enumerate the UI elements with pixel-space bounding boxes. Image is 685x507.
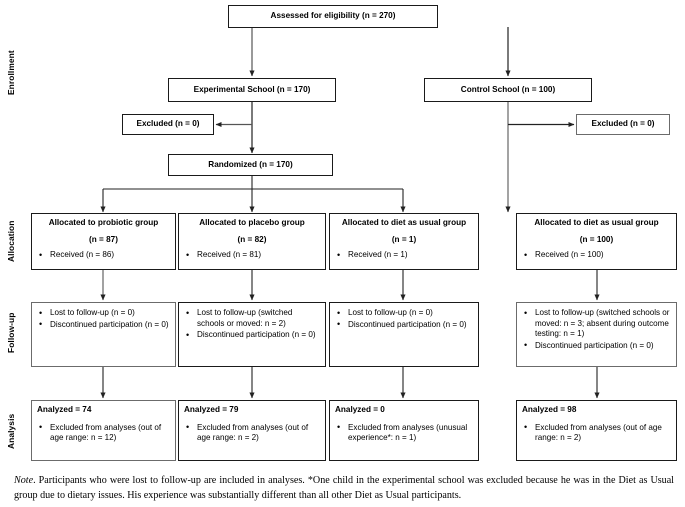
stage-label-allocation-text: Allocation xyxy=(6,220,16,262)
box-analysis-placebo: Analyzed = 79 Excluded from analyses (ou… xyxy=(178,400,326,461)
list-item: Excluded from analyses (out of age range… xyxy=(37,422,170,444)
list-item: Excluded from analyses (unusual experien… xyxy=(335,422,473,444)
box-experimental-school: Experimental School (n = 170) xyxy=(168,78,336,102)
box-allocation-diet-as-usual-experimental: Allocated to diet as usual group (n = 1)… xyxy=(329,213,479,270)
box-randomized: Randomized (n = 170) xyxy=(168,154,333,176)
box-followup-diet-as-usual-control: Lost to follow-up (switched schools or m… xyxy=(516,302,677,367)
box-analysis-diet-as-usual-control: Analyzed = 98 Excluded from analyses (ou… xyxy=(516,400,677,461)
list-item: Lost to follow-up (switched schools or m… xyxy=(184,307,320,329)
assessed-label: Assessed for eligibility (n = 270) xyxy=(270,11,396,21)
figure-note: Note. Participants who were lost to foll… xyxy=(14,473,674,504)
box-followup-probiotic: Lost to follow-up (n = 0) Discontinued p… xyxy=(31,302,176,367)
analysis-bullets-1: Excluded from analyses (out of age range… xyxy=(184,422,320,444)
stage-label-enrollment: Enrollment xyxy=(6,18,16,128)
followup-bullets-0: Lost to follow-up (n = 0) Discontinued p… xyxy=(37,308,170,331)
list-item: Lost to follow-up (n = 0) xyxy=(335,308,473,319)
allocation-count-3: (n = 100) xyxy=(579,234,614,244)
allocation-bullets-2: Received (n = 1) xyxy=(335,250,473,261)
allocation-title-2: Allocated to diet as usual group xyxy=(341,218,467,227)
box-analysis-probiotic: Analyzed = 74 Excluded from analyses (ou… xyxy=(31,400,176,461)
allocation-title-0: Allocated to probiotic group xyxy=(48,218,159,227)
analysis-title-3: Analyzed = 98 xyxy=(522,405,577,414)
box-followup-diet-as-usual-experimental: Lost to follow-up (n = 0) Discontinued p… xyxy=(329,302,479,367)
stage-label-analysis: Analysis xyxy=(6,400,16,462)
stage-label-followup-text: Follow-up xyxy=(6,312,16,354)
list-item: Discontinued participation (n = 0) xyxy=(37,319,170,330)
allocation-count-2: (n = 1) xyxy=(391,234,417,244)
followup-bullets-3: Lost to follow-up (switched schools or m… xyxy=(522,308,671,352)
stage-label-enrollment-text: Enrollment xyxy=(6,50,16,96)
allocation-count-0: (n = 87) xyxy=(89,234,118,244)
box-allocation-placebo: Allocated to placebo group (n = 82) Rece… xyxy=(178,213,326,270)
analysis-bullets-0: Excluded from analyses (out of age range… xyxy=(37,422,170,444)
list-item: Discontinued participation (n = 0) xyxy=(184,330,320,341)
analysis-bullets-2: Excluded from analyses (unusual experien… xyxy=(335,422,473,444)
box-followup-placebo: Lost to follow-up (switched schools or m… xyxy=(178,302,326,367)
allocation-bullets-1: Received (n = 81) xyxy=(184,250,320,261)
analysis-title-2: Analyzed = 0 xyxy=(335,405,385,414)
followup-bullets-2: Lost to follow-up (n = 0) Discontinued p… xyxy=(335,308,473,331)
consort-flow-diagram: Enrollment Allocation Follow-up Analysis… xyxy=(0,0,685,470)
list-item: Received (n = 1) xyxy=(335,250,473,261)
allocation-title-3: Allocated to diet as usual group xyxy=(534,218,659,227)
list-item: Discontinued participation (n = 0) xyxy=(522,340,671,351)
list-item: Received (n = 86) xyxy=(37,250,170,261)
control-school-label: Control School (n = 100) xyxy=(460,84,556,94)
box-control-school: Control School (n = 100) xyxy=(424,78,592,102)
randomized-label: Randomized (n = 170) xyxy=(208,159,293,169)
box-excluded-control: Excluded (n = 0) xyxy=(576,114,670,135)
followup-bullets-1: Lost to follow-up (switched schools or m… xyxy=(184,307,320,341)
analysis-bullets-3: Excluded from analyses (out of age range… xyxy=(522,422,671,444)
stage-label-followup: Follow-up xyxy=(6,302,16,364)
list-item: Excluded from analyses (out of age range… xyxy=(522,422,671,444)
list-item: Lost to follow-up (switched schools or m… xyxy=(522,308,671,340)
box-excluded-experimental: Excluded (n = 0) xyxy=(122,114,214,135)
note-text: . Participants who were lost to follow-u… xyxy=(14,475,674,502)
analysis-title-1: Analyzed = 79 xyxy=(184,405,239,414)
analysis-title-0: Analyzed = 74 xyxy=(37,405,92,414)
box-analysis-diet-as-usual-experimental: Analyzed = 0 Excluded from analyses (unu… xyxy=(329,400,479,461)
allocation-bullets-0: Received (n = 86) xyxy=(37,250,170,261)
box-allocation-probiotic: Allocated to probiotic group (n = 87) Re… xyxy=(31,213,176,270)
stage-label-allocation: Allocation xyxy=(6,210,16,272)
allocation-bullets-3: Received (n = 100) xyxy=(522,250,671,261)
stage-label-analysis-text: Analysis xyxy=(6,413,16,449)
list-item: Lost to follow-up (n = 0) xyxy=(37,308,170,319)
allocation-title-1: Allocated to placebo group xyxy=(199,218,305,227)
allocation-count-1: (n = 82) xyxy=(237,234,267,244)
list-item: Excluded from analyses (out of age range… xyxy=(184,422,320,444)
excluded-control-label: Excluded (n = 0) xyxy=(591,119,655,129)
experimental-school-label: Experimental School (n = 170) xyxy=(193,84,311,94)
box-allocation-diet-as-usual-control: Allocated to diet as usual group (n = 10… xyxy=(516,213,677,270)
box-assessed-for-eligibility: Assessed for eligibility (n = 270) xyxy=(228,5,438,28)
list-item: Received (n = 100) xyxy=(522,250,671,261)
list-item: Received (n = 81) xyxy=(184,250,320,261)
list-item: Discontinued participation (n = 0) xyxy=(335,319,473,330)
excluded-experimental-label: Excluded (n = 0) xyxy=(136,119,200,129)
note-label: Note xyxy=(14,475,34,486)
